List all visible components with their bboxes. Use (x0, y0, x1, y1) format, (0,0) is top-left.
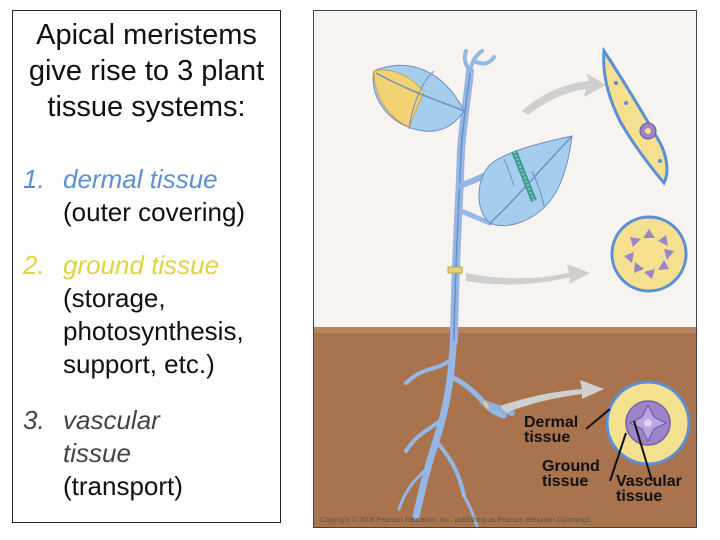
middle-leaf (478, 135, 573, 227)
item-description: (transport) (63, 471, 183, 501)
label-dermal-tissue: Dermal tissue (524, 414, 579, 446)
item-name: dermal tissue (63, 164, 218, 194)
item-number: 1. (23, 164, 45, 194)
item-description: (outer covering) (63, 197, 246, 227)
item-number: 2. (23, 250, 45, 280)
petiole (458, 208, 493, 226)
soil-surface (314, 327, 696, 333)
heading: Apical meristems give rise to 3 plant ti… (13, 17, 280, 125)
label-leader-lines (585, 408, 653, 482)
item-name: vascular (63, 405, 160, 435)
copyright-notice: Copyright © 2008 Pearson Education, Inc.… (320, 517, 593, 524)
stem-outline (453, 70, 471, 342)
item-description: (storage, (63, 283, 166, 313)
shoot-apex (462, 49, 496, 73)
plant-illustration (314, 11, 696, 527)
heading-line-2: give rise to 3 plant (28, 55, 265, 87)
upper-leaf (372, 64, 465, 132)
item-name: ground tissue (63, 250, 220, 280)
pointer-arrows (466, 73, 606, 413)
heading-line-3: tissue systems: (47, 91, 246, 123)
plant-figure: Dermal tissue Ground tissue Vascular tis… (313, 10, 697, 528)
heading-line-1: Apical meristems (36, 19, 257, 51)
item-dermal-tissue: 1. dermal tissue (outer covering) (23, 163, 245, 229)
stem-cross-section (610, 215, 688, 293)
item-name: tissue (63, 438, 131, 468)
item-vascular-tissue: 3. vascular tissue (transport) (23, 404, 183, 503)
label-ground-tissue: Ground tissue (542, 458, 600, 490)
item-description: photosynthesis, (63, 316, 244, 346)
item-number: 3. (23, 405, 45, 435)
label-vascular-tissue: Vascular tissue (616, 473, 682, 505)
text-panel: Apical meristems give rise to 3 plant ti… (12, 10, 281, 523)
item-ground-tissue: 2. ground tissue (storage, photosynthesis… (23, 249, 244, 381)
item-description: support, etc.) (63, 349, 215, 379)
stem-section-band (447, 266, 463, 274)
leaf-cross-section (602, 46, 669, 186)
